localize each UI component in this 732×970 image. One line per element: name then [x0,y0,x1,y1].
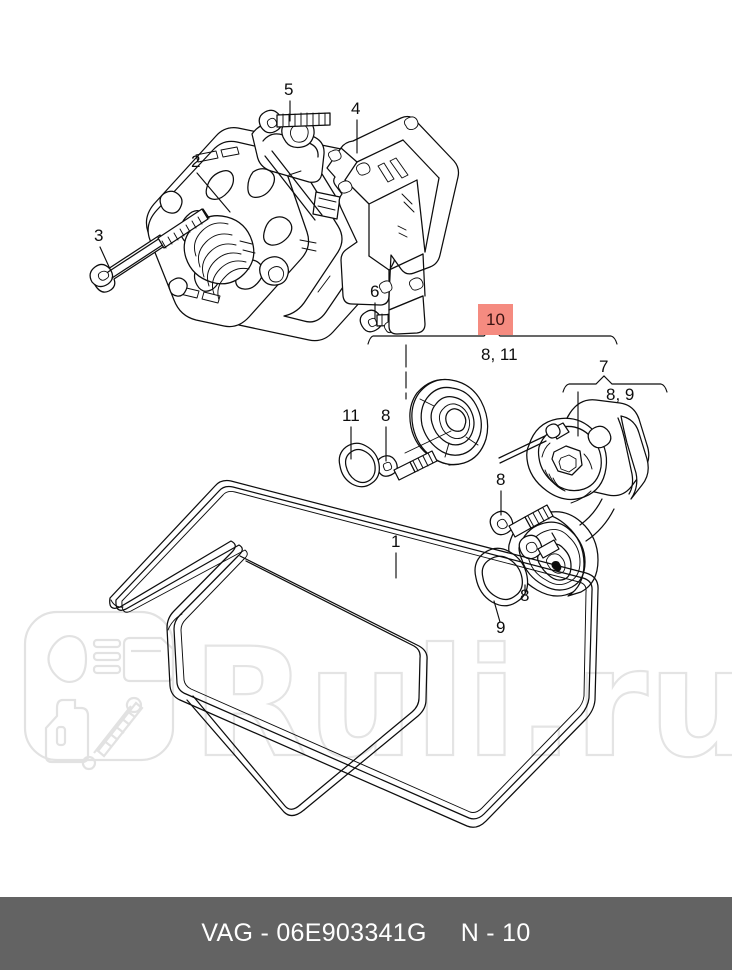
callout-11-label: 11 [342,406,360,425]
callout-2-label: 2 [191,152,200,171]
svg-text:Ruli.ru: Ruli.ru [192,617,732,791]
callout-2: 2 [191,152,231,213]
bolt-5-threads [282,112,326,127]
tensioner-o-ring-drawing [474,547,529,607]
tensioner-bolt-8-lower-drawing [518,532,560,560]
idler-pulley-drawing [404,378,489,466]
callout-1-label: 1 [391,532,400,551]
idler-washer-11-drawing [338,442,380,488]
callout-4: 4 [351,99,360,154]
watermark-layer: Ruli.ru [23,610,732,792]
callout-8-idler: 8 [381,406,390,462]
callout-8-tensioner-lower: 8 [520,584,529,605]
highlighted-part-10-marker[interactable]: 10 [478,304,513,335]
callout-8-11-group: 8, 11 [367,326,618,400]
callout-4-label: 4 [351,99,360,118]
idler-bolt-8-drawing [376,450,438,481]
belt-tensioner-drawing [498,399,650,597]
callout-8-tens-upper-label: 8 [496,470,505,489]
bolt-3-threads [161,216,203,249]
watermark-text: Ruli.ru [191,616,732,792]
bolt-3-drawing [89,208,210,293]
callout-6: 6 [370,282,379,320]
callout-8-idler-label: 8 [381,406,390,425]
callout-6-label: 6 [370,282,379,301]
callout-7-label: 7 [599,357,608,376]
tensioner-bolt-8-upper-threads [527,507,550,528]
callout-7-group: 7 8, 9 [562,357,668,437]
callout-8-11-label: 8, 11 [481,345,518,364]
footer-catalog-code: N - 10 [460,919,531,947]
tensioner-bolt-8-upper-drawing [489,504,554,538]
shock-absorber-icon [81,696,144,771]
callout-3: 3 [94,226,111,270]
highlight-label: 10 [486,310,505,329]
callout-1: 1 [391,532,400,579]
callout-layer: 5 4 2 3 6 [94,80,668,637]
poly-v-belt-drawing [109,479,599,828]
callout-5-label: 5 [284,80,293,99]
battery-icon [122,636,175,683]
callout-8-9-label: 8, 9 [606,385,634,404]
technical-drawing-layer [89,109,650,828]
idler-bolt-threads [412,452,434,472]
diagram-canvas: Ruli.ru [23,80,732,828]
callout-9-label: 9 [496,618,505,637]
bracket-4-drawing [326,115,460,335]
callout-9: 9 [493,600,505,637]
headlight-icon [47,634,122,684]
callout-8-tensioner-upper: 8 [496,470,505,516]
ruli-auto-parts-logo [23,610,175,771]
callout-11: 11 [342,406,360,460]
callout-3-label: 3 [94,226,103,245]
callout-8-tens-lower-label: 8 [520,586,529,605]
footer-bar: VAG - 06E903341G N - 10 [0,897,732,970]
footer-part-number: VAG - 06E903341G [201,919,427,947]
callout-5: 5 [284,80,293,122]
